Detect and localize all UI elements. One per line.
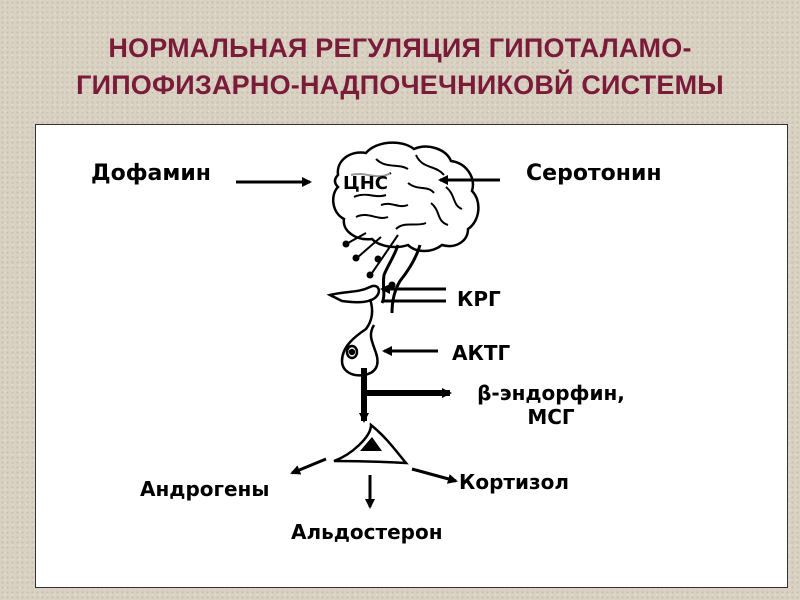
dopamine-label: Дофамин [91,161,211,186]
cns-label: ЦНС [341,173,390,194]
arrows [236,175,500,509]
serotonin-label: Серотонин [526,161,662,186]
pituitary-icon [326,284,381,377]
diagram-panel: ЦНС Дофамин Серотонин КРГ АКТГ β-эндорфи… [35,124,788,588]
endorphin-line-1: β-эндорфин, [477,381,625,405]
diagram-svg [236,141,500,509]
endorphin-label: β-эндорфин, МСГ [476,381,626,429]
cortisol-label: Кортизол [459,470,570,494]
arrow-to-endorphin [361,387,452,398]
title-line-2: ГИПОФИЗАРНО-НАДПОЧЕЧНИКОВЙ СИСТЕМЫ [76,70,724,100]
title-line-1: НОРМАЛЬНАЯ РЕГУЛЯЦИЯ ГИПОТАЛАМО- [108,33,692,63]
arrow-androgens [290,457,327,475]
acth-label: АКТГ [452,341,511,365]
aldosterone-label: Альдостерон [291,520,443,544]
adrenal-gland-icon [333,422,409,465]
arrow-cortisol [411,467,458,484]
crh-label: КРГ [457,287,501,311]
brain-icon [331,141,480,314]
slide-title: НОРМАЛЬНАЯ РЕГУЛЯЦИЯ ГИПОТАЛАМО- ГИПОФИЗ… [0,30,800,104]
androgens-label: Андрогены [140,477,270,501]
endorphin-line-2: МСГ [527,405,575,429]
